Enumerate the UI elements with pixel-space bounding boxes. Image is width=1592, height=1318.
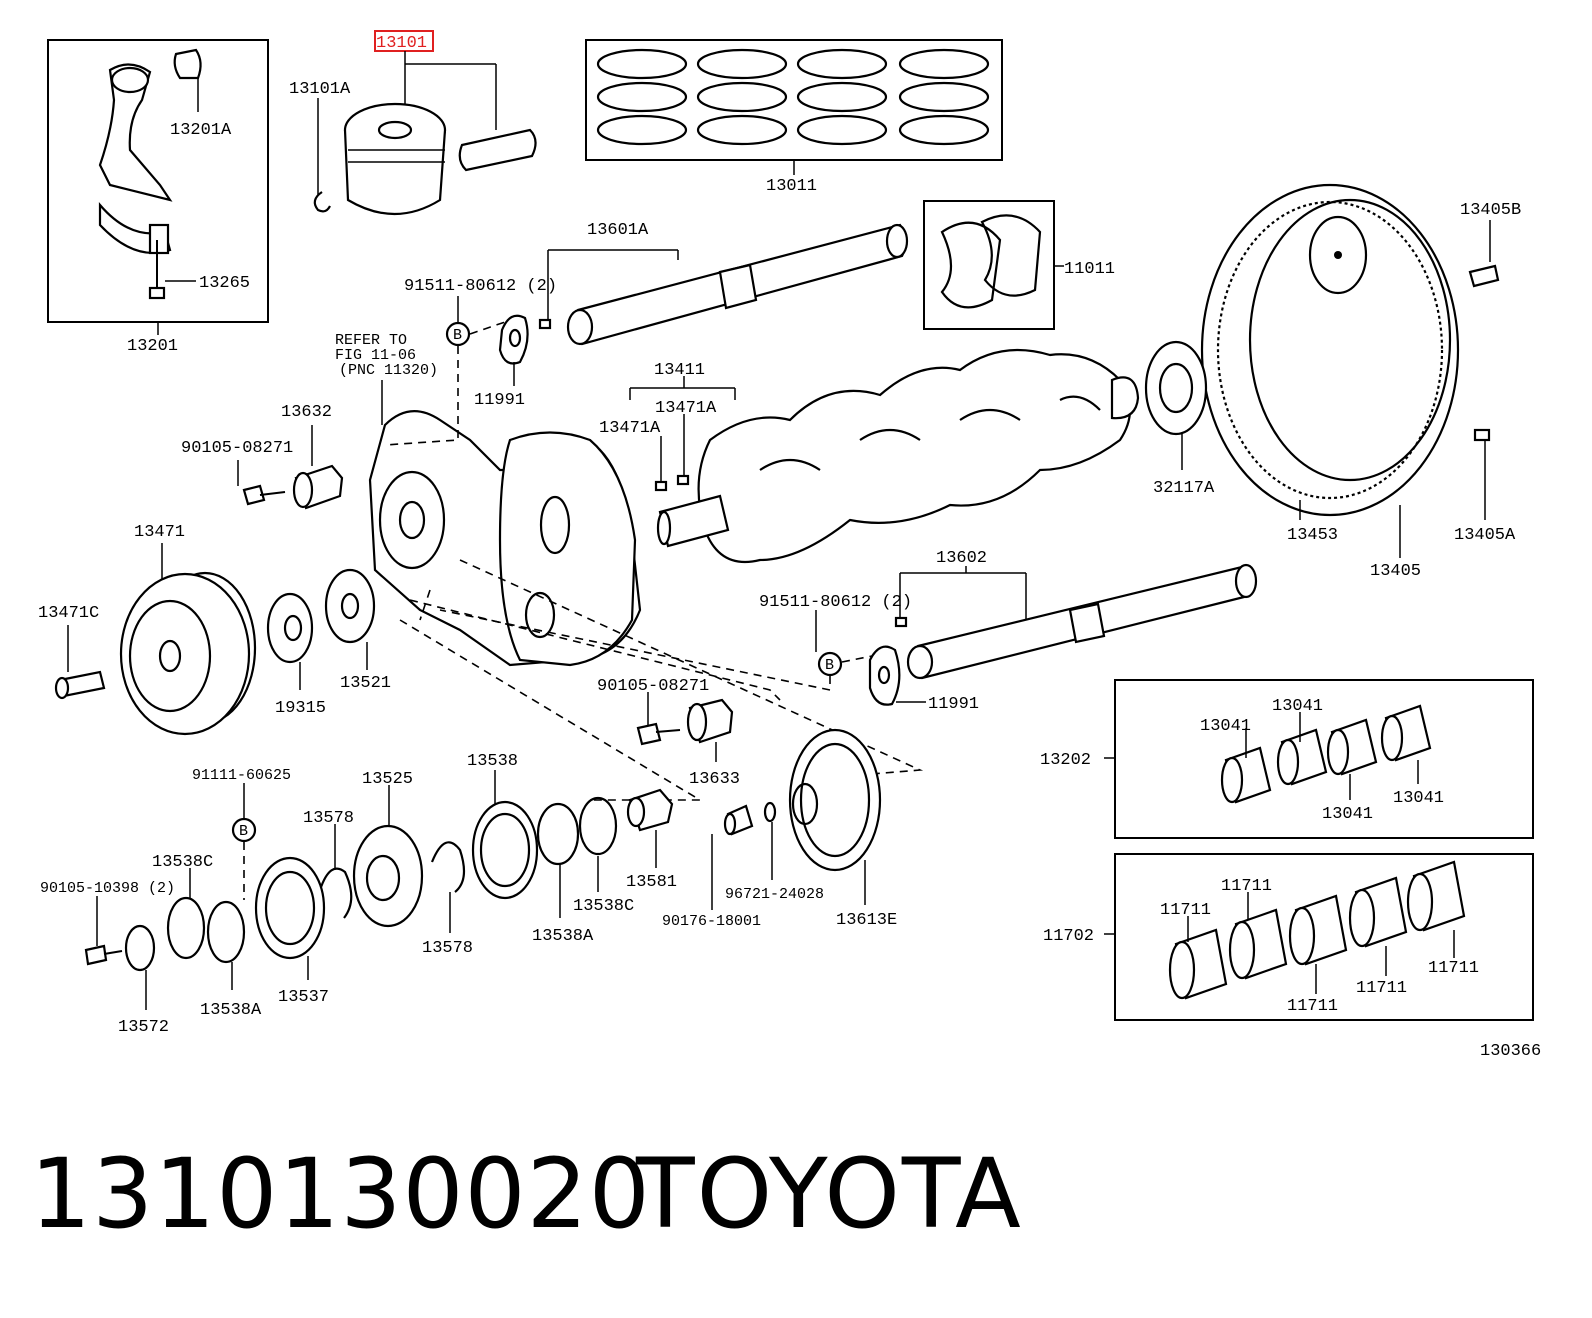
- label-11991-lower: 11991: [928, 695, 979, 714]
- label-91511-80612-upper: 91511-80612 (2): [404, 277, 557, 296]
- label-91111-60625: 91111-60625: [192, 767, 291, 784]
- marker-b-upper: B: [453, 327, 462, 344]
- label-13632: 13632: [281, 403, 332, 422]
- rod-bearings-group: [1104, 679, 1534, 839]
- label-11711-e: 11711: [1428, 959, 1479, 978]
- label-90105-08271-lower: 90105-08271: [597, 677, 709, 696]
- balance-shaft-upper: [538, 223, 909, 346]
- label-13265: 13265: [199, 274, 250, 293]
- label-13201A: 13201A: [170, 121, 232, 140]
- label-13405: 13405: [1370, 562, 1421, 581]
- label-13633: 13633: [689, 770, 740, 789]
- label-13041-b: 13041: [1272, 697, 1323, 716]
- label-13041-a: 13041: [1200, 717, 1251, 736]
- label-13538A-right: 13538A: [532, 927, 594, 946]
- label-11711-d: 11711: [1356, 979, 1407, 998]
- label-13041-d: 13041: [1393, 789, 1444, 808]
- label-13578-lower: 13578: [422, 939, 473, 958]
- label-13613E: 13613E: [836, 911, 897, 930]
- label-13471A-right: 13471A: [655, 399, 717, 418]
- crankshaft: [629, 348, 1140, 564]
- caption-part-number: 1310130020: [30, 1138, 651, 1250]
- label-13538A-left: 13538A: [200, 1001, 262, 1020]
- caption-brand: TOYOTA: [636, 1138, 1023, 1250]
- label-13601A: 13601A: [587, 221, 649, 240]
- label-11711-a: 11711: [1160, 901, 1211, 920]
- figure-number: 130366: [1480, 1042, 1541, 1061]
- timing-case: [368, 380, 642, 667]
- label-91511-80612-lower: 91511-80612 (2): [759, 593, 912, 612]
- label-13581: 13581: [626, 873, 677, 892]
- label-13101A: 13101A: [289, 80, 351, 99]
- piston-rings-group: [585, 39, 1003, 175]
- label-19315: 19315: [275, 699, 326, 718]
- refer-line-3: (PNC 11320): [339, 362, 438, 379]
- connecting-rod-group: [47, 39, 269, 335]
- highlight-box: [374, 30, 434, 52]
- label-13525: 13525: [362, 770, 413, 789]
- label-13041-c: 13041: [1322, 805, 1373, 824]
- bottom-row-parts: B: [84, 770, 618, 1010]
- label-11711-c: 11711: [1287, 997, 1338, 1016]
- label-13453: 13453: [1287, 526, 1338, 545]
- label-13537: 13537: [278, 988, 329, 1007]
- label-11991-upper: 11991: [474, 391, 525, 410]
- label-13201: 13201: [127, 337, 178, 356]
- label-11711-b: 11711: [1221, 877, 1272, 896]
- label-13471C: 13471C: [38, 604, 99, 623]
- idler-gear-13633: [636, 692, 734, 762]
- label-13578-upper: 13578: [303, 809, 354, 828]
- balance-shaft-lower: [894, 563, 1258, 680]
- label-90105-10398: 90105-10398 (2): [40, 880, 175, 897]
- marker-b-lower: B: [825, 657, 834, 674]
- flywheel-group: [1200, 183, 1500, 558]
- cam-gear-13613E: [788, 728, 882, 905]
- bolt-flange-lower: B: [439, 609, 926, 706]
- crank-pulley: [54, 543, 257, 736]
- label-13471: 13471: [134, 523, 185, 542]
- small-parts-middle: [626, 788, 777, 910]
- label-13405B: 13405B: [1460, 201, 1521, 220]
- label-13538C-left: 13538C: [152, 853, 213, 872]
- label-96721-24028: 96721-24028: [725, 886, 824, 903]
- label-13538C-right: 13538C: [573, 897, 634, 916]
- label-13521: 13521: [340, 674, 391, 693]
- refer-line-2: FIG 11-06: [335, 347, 416, 364]
- piston-group: [313, 30, 537, 215]
- idler-gear-13632: [237, 425, 344, 510]
- label-90176-18001: 90176-18001: [662, 913, 761, 930]
- label-13011: 13011: [766, 177, 817, 196]
- label-13538: 13538: [467, 752, 518, 771]
- label-13202: 13202: [1040, 751, 1091, 770]
- plate-32117A: [1144, 340, 1208, 470]
- label-13411: 13411: [654, 361, 705, 380]
- label-90105-08271-upper: 90105-08271: [181, 439, 293, 458]
- label-11011: 11011: [1064, 260, 1115, 279]
- label-13101: 13101: [376, 34, 427, 53]
- main-bearings-group: [1104, 853, 1534, 1021]
- thrust-washer-group: [923, 200, 1064, 330]
- marker-b-bottom: B: [239, 823, 248, 840]
- label-13405A: 13405A: [1454, 526, 1516, 545]
- label-13572: 13572: [118, 1018, 169, 1037]
- label-11702: 11702: [1043, 927, 1094, 946]
- bolt-flange-upper: B: [384, 296, 529, 446]
- refer-line-1: REFER TO: [335, 332, 407, 349]
- label-32117A: 32117A: [1153, 479, 1215, 498]
- crank-gear-group: [266, 568, 376, 690]
- label-13602: 13602: [936, 549, 987, 568]
- label-13471A-left: 13471A: [599, 419, 661, 438]
